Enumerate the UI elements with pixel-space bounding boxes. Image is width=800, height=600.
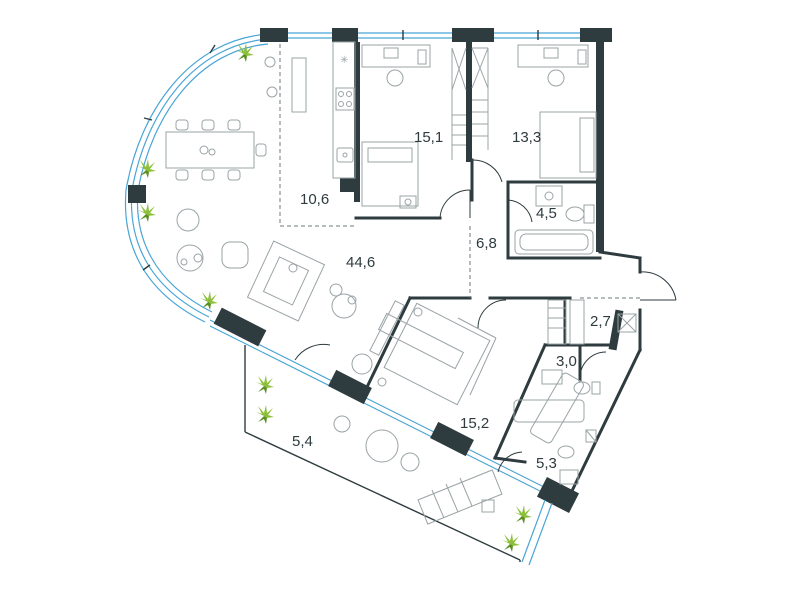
bathroom-1-furniture — [514, 185, 595, 255]
plant-icon — [236, 43, 254, 62]
sun-lounger-icon — [417, 469, 503, 525]
sink-icon — [535, 185, 563, 207]
kitchen-furniture: ✳ — [264, 41, 356, 179]
bathtub-icon — [513, 372, 585, 444]
service-rooms-furniture — [513, 299, 637, 485]
sink-icon — [336, 147, 354, 163]
terrace-furniture — [333, 415, 503, 525]
area-label-bathroom-2: 5,3 — [536, 455, 557, 472]
dining-table-icon — [165, 119, 267, 181]
area-label-terrace: 5,4 — [292, 433, 313, 450]
bed-icon — [377, 302, 491, 406]
toilet-icon — [557, 445, 575, 459]
chair-icon — [176, 208, 200, 232]
plants — [138, 43, 532, 552]
area-label-bathroom-1: 4,5 — [536, 205, 557, 222]
bathtub-icon — [514, 229, 594, 255]
bedroom-3-furniture — [471, 44, 597, 179]
plant-icon — [256, 375, 274, 394]
terrace — [244, 345, 553, 566]
chair-icon — [351, 353, 373, 375]
sofa-icon — [246, 240, 326, 322]
curved-facade — [124, 33, 269, 323]
plant-icon — [256, 405, 274, 424]
plant-icon — [138, 203, 156, 222]
plant-icon — [138, 159, 156, 178]
top-facade — [260, 28, 612, 42]
area-label-wc: 3,0 — [556, 353, 577, 370]
area-label-master-bedroom: 15,2 — [460, 415, 489, 432]
doors — [294, 159, 677, 473]
toilet-icon — [573, 381, 601, 395]
plant-icon — [502, 533, 520, 552]
area-label-hall: 6,8 — [476, 235, 497, 252]
area-labels: 10,6 15,1 13,3 4,5 6,8 44,6 2,7 3,0 15,2… — [292, 129, 611, 472]
zone-boundaries — [279, 44, 640, 299]
living-furniture — [176, 208, 373, 375]
stove-icon — [335, 87, 355, 111]
chair-icon — [221, 241, 249, 269]
area-label-bedroom-2: 15,1 — [414, 129, 443, 146]
bed-icon — [539, 111, 597, 179]
master-bedroom-furniture — [369, 300, 497, 406]
bed-icon — [361, 141, 419, 209]
lower-facade — [209, 307, 580, 513]
interior-walls — [340, 42, 643, 498]
sink-icon — [559, 469, 579, 485]
area-label-living: 44,6 — [346, 254, 375, 271]
plant-icon — [514, 505, 532, 524]
sink-icon — [541, 369, 563, 385]
area-label-bedroom-3: 13,3 — [512, 129, 541, 146]
bedroom-2-furniture — [361, 44, 467, 209]
svg-text:✳: ✳ — [340, 55, 348, 66]
area-label-storage: 2,7 — [590, 313, 611, 330]
plant-icon — [200, 291, 218, 310]
toilet-icon — [565, 204, 595, 224]
area-label-kitchen: 10,6 — [300, 191, 329, 208]
